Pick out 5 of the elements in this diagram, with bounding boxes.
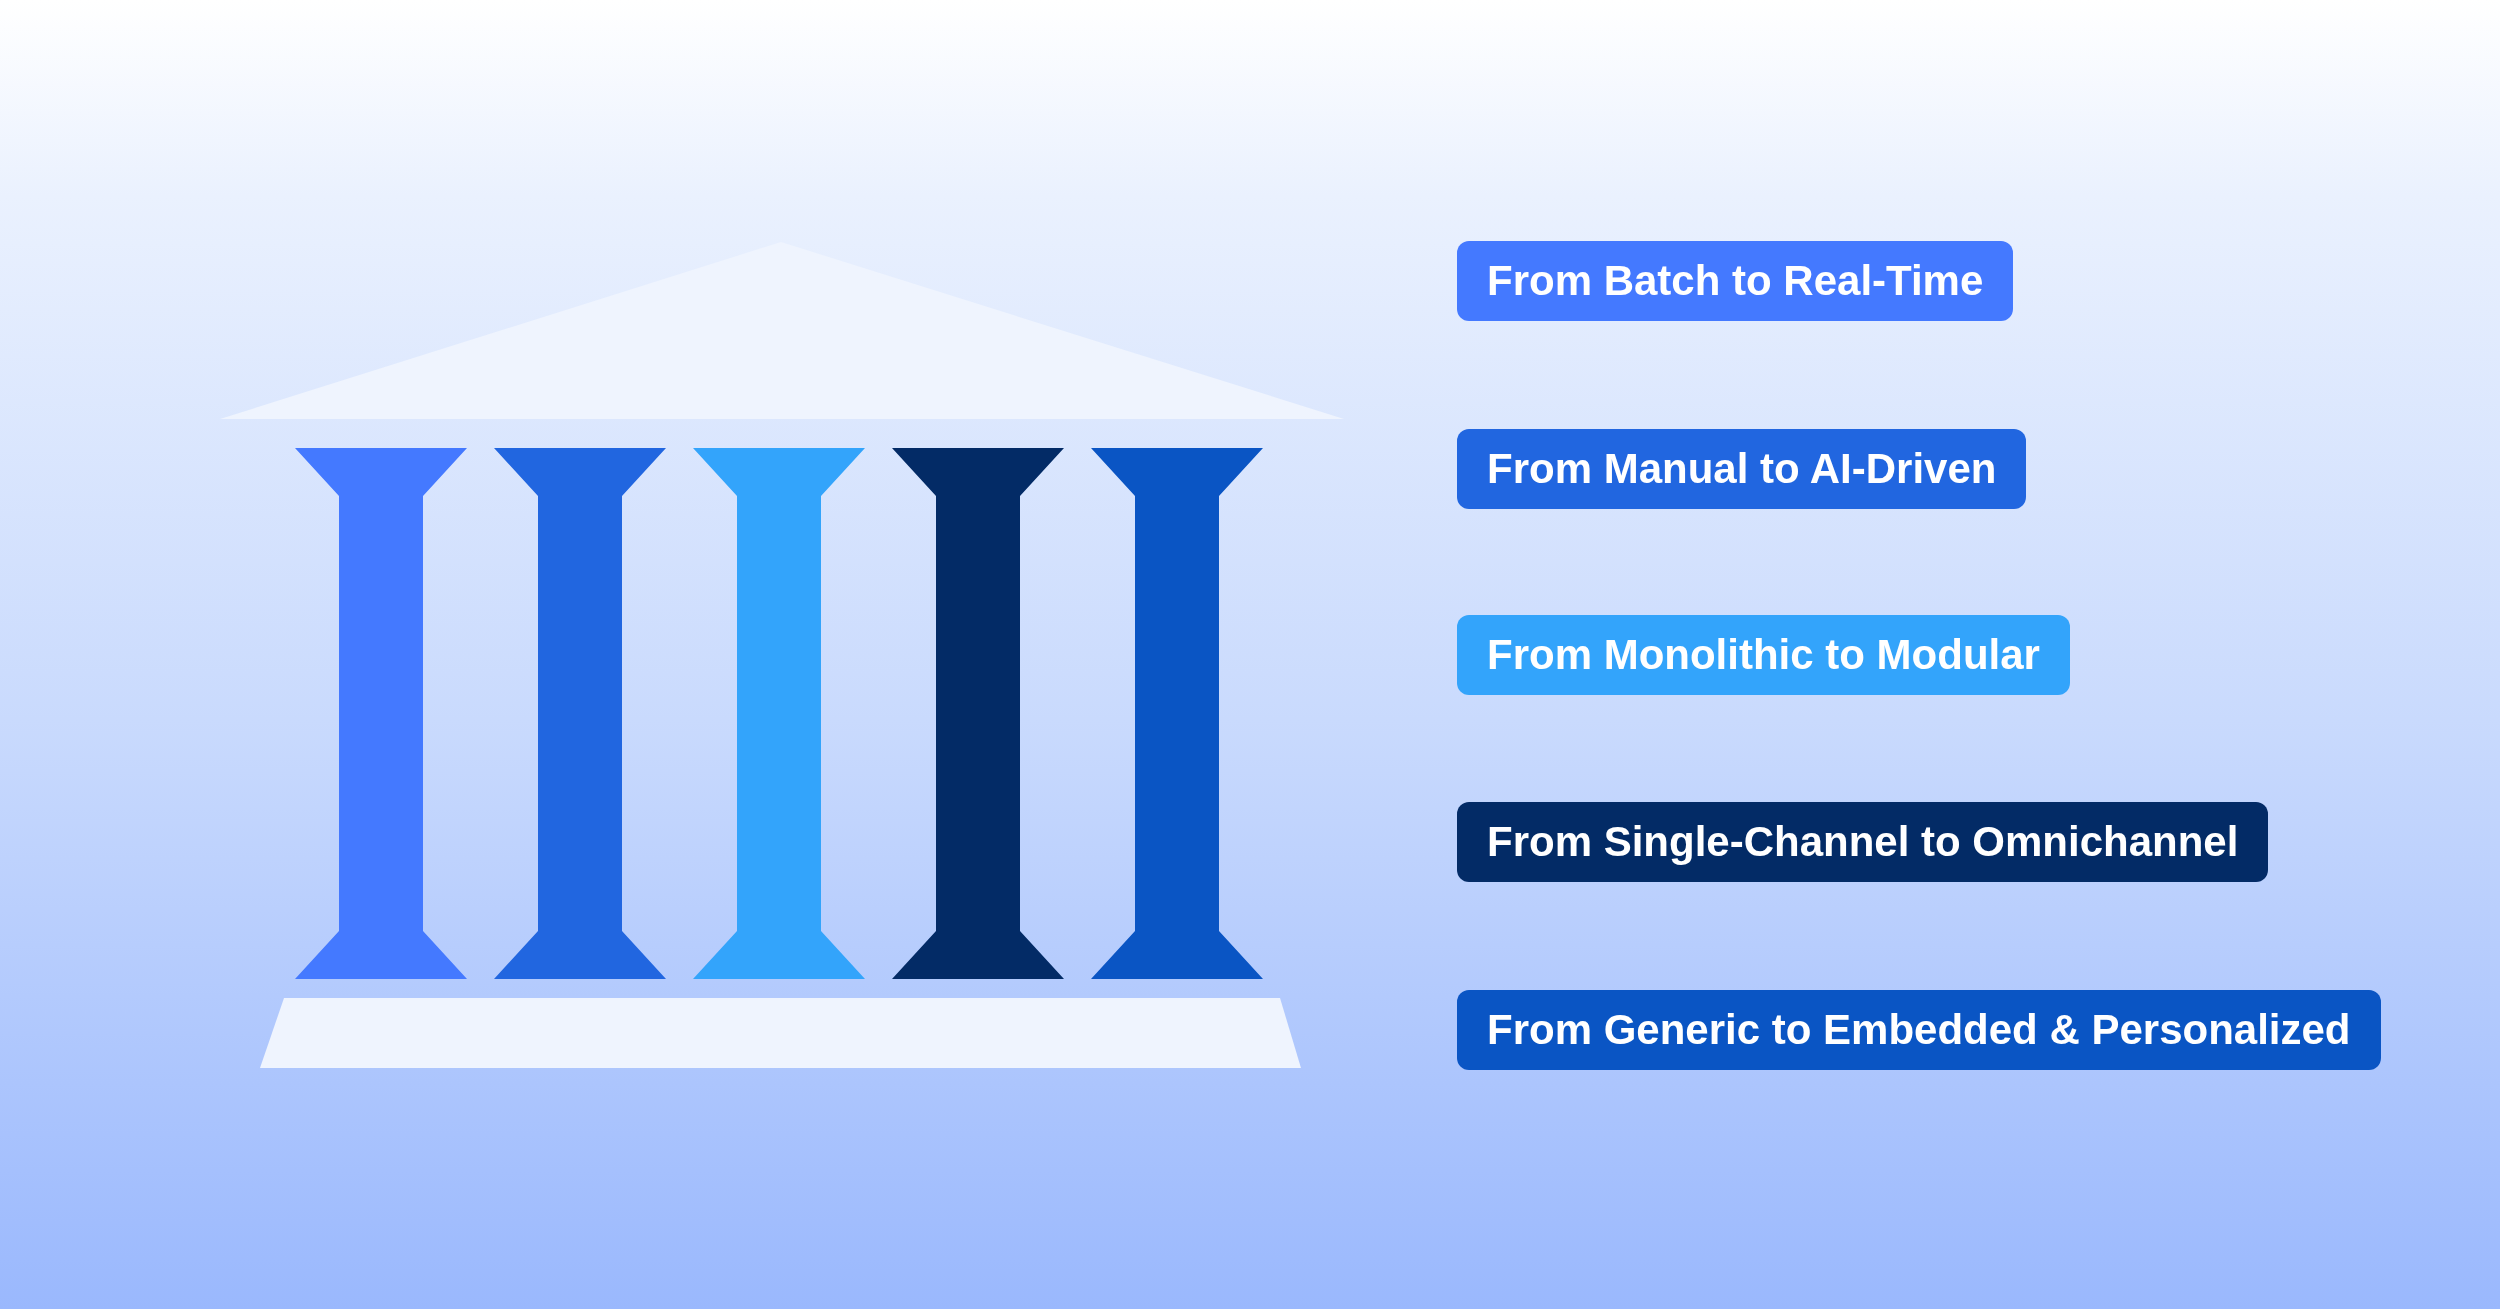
pillar-label-box: From Batch to Real-Time — [1457, 241, 2014, 321]
pillar-label-box: From Single-Channel to Omnichannel — [1457, 802, 2269, 882]
pillar-label-box: From Manual to AI-Driven — [1457, 429, 2027, 509]
pillar-label-box: From Generic to Embedded & Personalized — [1457, 990, 2381, 1070]
pillar-label-box: From Monolithic to Modular — [1457, 615, 2070, 695]
